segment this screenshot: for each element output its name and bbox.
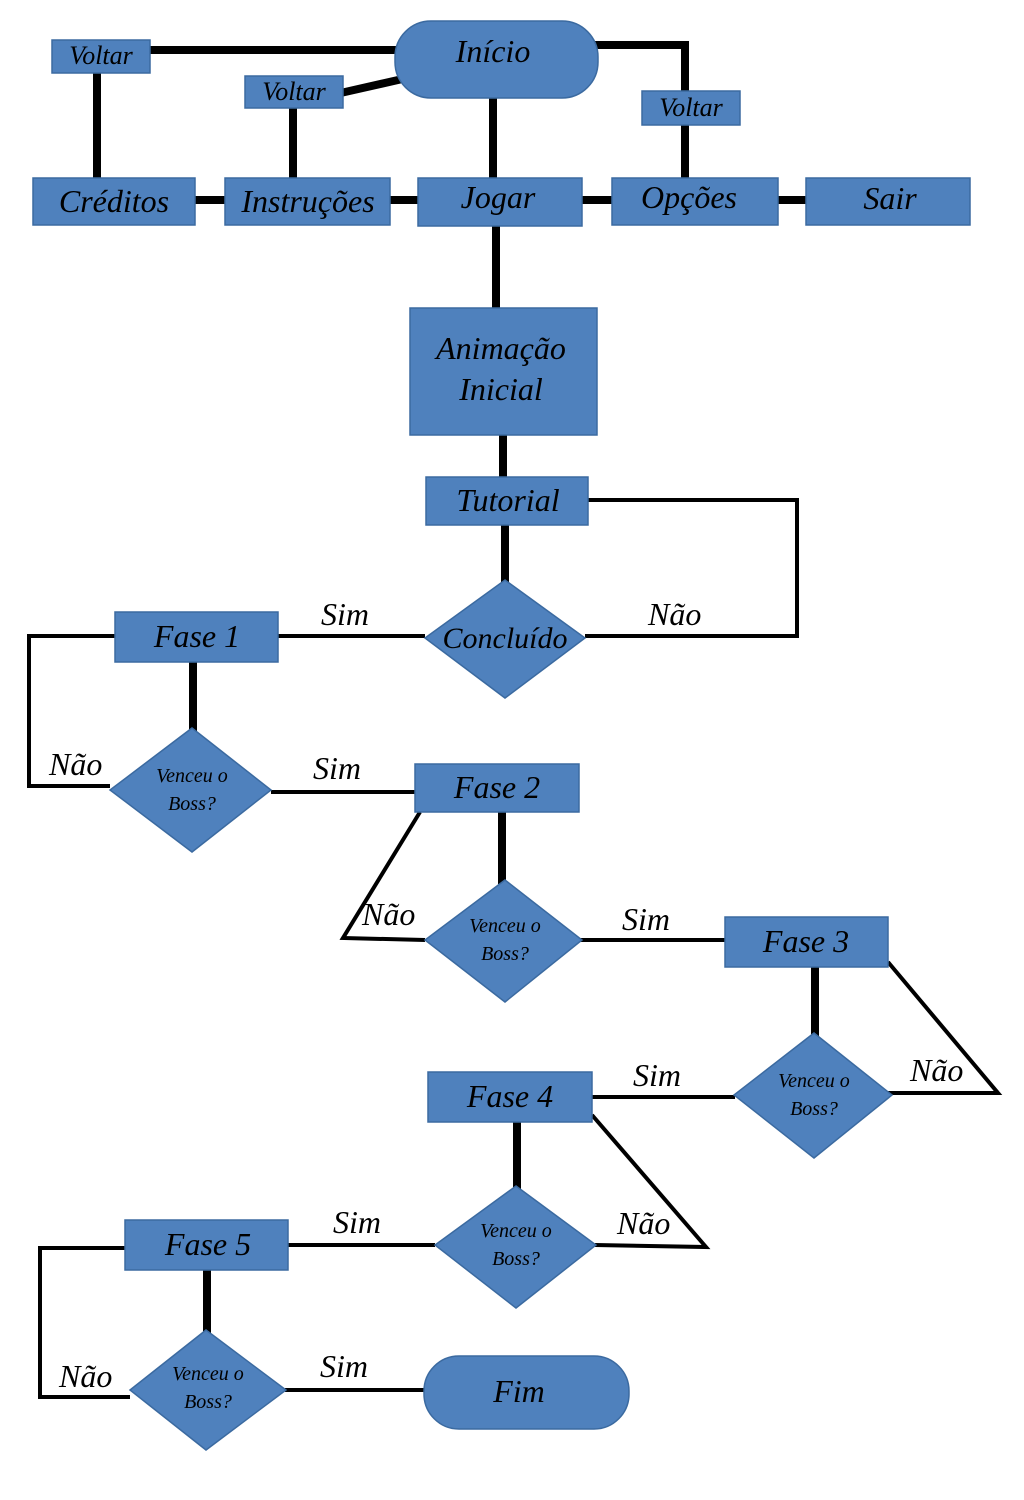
decision-boss3: Venceu o Boss? xyxy=(732,1032,894,1159)
node-voltar-opcoes-label: Voltar xyxy=(659,93,723,122)
node-fase3-label: Fase 3 xyxy=(762,923,849,959)
decision-boss5: Venceu o Boss? xyxy=(128,1329,288,1451)
process-shape xyxy=(805,177,971,226)
edge-label-sim: Sim xyxy=(633,1057,681,1093)
edge-label-sim: Sim xyxy=(320,1348,368,1384)
connector-boss2-nao-loop xyxy=(339,810,426,942)
terminal-shape xyxy=(423,1355,630,1430)
node-fase1: Fase 1 xyxy=(114,611,279,663)
process-shape xyxy=(224,177,391,226)
node-jogar: Jogar xyxy=(417,177,583,227)
decision-boss4-label-line2: Boss? xyxy=(492,1248,540,1270)
node-fase3: Fase 3 xyxy=(724,916,889,968)
node-fase2: Fase 2 xyxy=(414,763,580,813)
connector-boss5-nao-loop xyxy=(38,1246,130,1399)
node-sair-label: Sair xyxy=(863,180,917,216)
decision-concluido-label: Concluído xyxy=(443,622,568,655)
connector-boss3-nao-loop xyxy=(886,960,1003,1095)
node-voltar-creditos: Voltar xyxy=(51,39,151,74)
connector-voltar-instrucoes-inicio xyxy=(340,75,403,97)
decision-boss5-label-line2: Boss? xyxy=(184,1391,232,1413)
node-animacao-label-line2: Inicial xyxy=(458,371,543,407)
diamond-shape xyxy=(732,1032,894,1159)
node-creditos-label: Créditos xyxy=(59,183,169,219)
node-voltar-instrucoes: Voltar xyxy=(244,75,344,109)
process-shape xyxy=(611,177,779,226)
node-animacao-label-line1: Animação xyxy=(434,330,566,366)
connector-boss4-nao-loop xyxy=(590,1113,711,1250)
process-shape xyxy=(425,476,589,526)
diamond-shape xyxy=(423,579,587,699)
node-opcoes: Opções xyxy=(611,177,779,226)
decision-boss2: Venceu o Boss? xyxy=(423,879,584,1003)
node-jogar-label: Jogar xyxy=(461,179,536,215)
process-shape xyxy=(414,763,580,813)
connector-concluido-nao-loop xyxy=(585,498,799,638)
decision-boss5-label-line1: Venceu o xyxy=(172,1363,244,1385)
edge-label-sim: Sim xyxy=(622,901,670,937)
decision-boss3-label-line1: Venceu o xyxy=(778,1070,850,1092)
node-animacao-inicial: Animação Inicial xyxy=(409,307,598,436)
decision-boss3-label-line2: Boss? xyxy=(790,1098,838,1120)
process-shape xyxy=(409,307,598,436)
node-fim: Fim xyxy=(423,1355,630,1430)
edge-label-nao: Não xyxy=(58,1358,112,1394)
edge-labels: Sim Não Não Sim Não Sim Sim Não Sim Não … xyxy=(48,596,963,1394)
diamond-shape xyxy=(423,879,584,1003)
edge-label-sim: Sim xyxy=(313,750,361,786)
process-shape xyxy=(51,39,151,74)
process-shape xyxy=(417,177,583,227)
decision-boss4-label-line1: Venceu o xyxy=(480,1220,552,1242)
node-fase5-label: Fase 5 xyxy=(164,1226,251,1262)
edge-label-sim: Sim xyxy=(333,1204,381,1240)
node-fase5: Fase 5 xyxy=(124,1219,289,1271)
process-shape xyxy=(114,611,279,663)
node-voltar-opcoes: Voltar xyxy=(641,90,741,126)
node-inicio-label: Início xyxy=(455,33,531,69)
edge-label-sim: Sim xyxy=(321,596,369,632)
node-tutorial-label: Tutorial xyxy=(456,482,559,518)
process-shape xyxy=(244,75,344,109)
node-inicio: Início xyxy=(394,20,599,99)
edge-label-nao: Não xyxy=(909,1052,963,1088)
node-tutorial: Tutorial xyxy=(425,476,589,526)
node-instrucoes-label: Instruções xyxy=(240,183,374,219)
node-voltar-creditos-label: Voltar xyxy=(69,41,133,70)
diamond-shape xyxy=(108,727,273,853)
node-opcoes-label: Opções xyxy=(641,179,737,215)
node-creditos: Créditos xyxy=(32,177,196,226)
decision-boss1-label-line1: Venceu o xyxy=(156,765,228,787)
process-shape xyxy=(124,1219,289,1271)
edge-label-nao: Não xyxy=(48,746,102,782)
node-voltar-instrucoes-label: Voltar xyxy=(262,77,326,106)
node-fim-label: Fim xyxy=(492,1373,545,1409)
node-fase4-label: Fase 4 xyxy=(466,1078,553,1114)
decision-concluido: Concluído xyxy=(423,579,587,699)
edge-label-nao: Não xyxy=(647,596,701,632)
process-shape xyxy=(724,916,889,968)
node-fase4: Fase 4 xyxy=(427,1071,593,1123)
edge-label-nao: Não xyxy=(361,896,415,932)
connector-boss1-nao-loop xyxy=(27,634,115,788)
edge-label-nao: Não xyxy=(616,1205,670,1241)
decision-boss2-label-line2: Boss? xyxy=(481,943,529,965)
node-sair: Sair xyxy=(805,177,971,226)
connector-inicio-voltar-opcoes xyxy=(594,41,689,94)
decision-boss1: Venceu o Boss? xyxy=(108,727,273,853)
connectors xyxy=(27,41,1003,1399)
process-shape xyxy=(427,1071,593,1123)
terminal-shape xyxy=(394,20,599,99)
decision-boss1-label-line2: Boss? xyxy=(168,793,216,815)
process-shape xyxy=(32,177,196,226)
process-shape xyxy=(641,90,741,126)
diamond-shape xyxy=(433,1185,598,1309)
decision-boss4: Venceu o Boss? xyxy=(433,1185,598,1309)
node-fase1-label: Fase 1 xyxy=(153,618,240,654)
diamond-shape xyxy=(128,1329,288,1451)
node-fase2-label: Fase 2 xyxy=(453,769,540,805)
node-instrucoes: Instruções xyxy=(224,177,391,226)
decision-boss2-label-line1: Venceu o xyxy=(469,915,541,937)
